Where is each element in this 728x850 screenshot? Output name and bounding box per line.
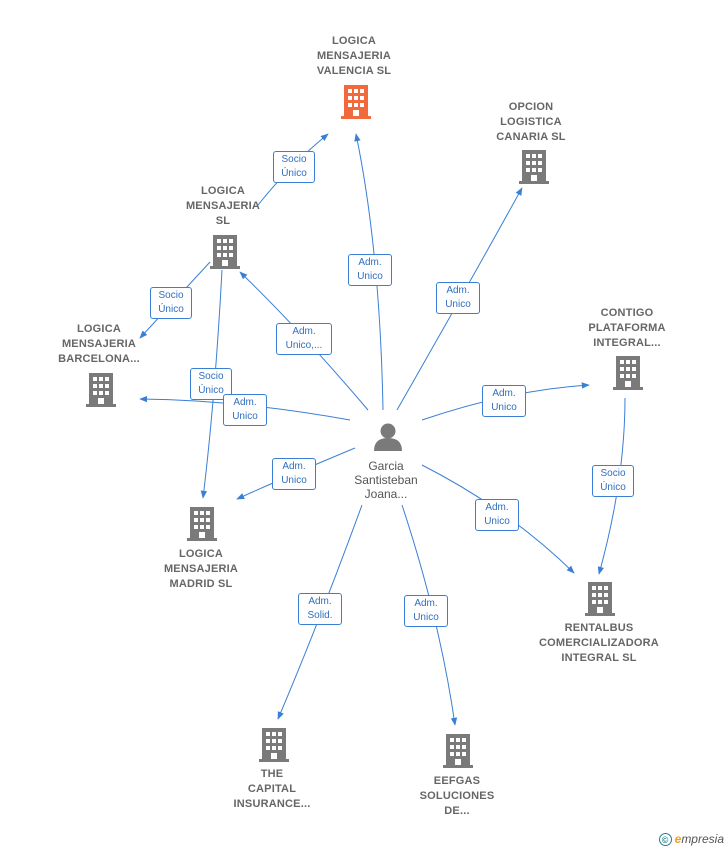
- node-label-line: MENSAJERIA: [61, 338, 137, 350]
- node-label-line: CANARIA SL: [496, 131, 566, 143]
- edge-label-line: Unico,...: [285, 340, 323, 351]
- node-label-contigo[interactable]: CONTIGO PLATAFORMA INTEGRAL...: [557, 306, 697, 351]
- node-label-line: THE: [260, 768, 284, 780]
- node-label-madrid[interactable]: LOGICA MENSAJERIA MADRID SL: [131, 547, 271, 592]
- edge-label-line: Adm.: [446, 285, 470, 296]
- edge-label-person-madrid: Adm. Unico: [272, 458, 316, 490]
- node-label-line: LOGICA: [201, 185, 245, 197]
- edge-label-line: Solid.: [307, 610, 333, 621]
- node-label-line: SOLUCIONES: [419, 790, 495, 802]
- edge-label-line: Único: [281, 168, 307, 179]
- edge-label-sl-valencia: Socio Único: [273, 151, 315, 183]
- edge-label-line: Único: [600, 482, 626, 493]
- node-label-eefgas[interactable]: EEFGAS SOLUCIONES DE...: [387, 774, 527, 819]
- edge-label-line: Adm.: [358, 257, 382, 268]
- edge-label-person-sl: Adm. Unico,...: [276, 323, 332, 355]
- node-label-line: CONTIGO: [600, 307, 654, 319]
- brand-logo[interactable]: empresia: [675, 832, 724, 846]
- copyright-icon: ©: [658, 832, 672, 846]
- node-label-rentalbus[interactable]: RENTALBUS COMERCIALIZADORA INTEGRAL SL: [529, 621, 669, 666]
- edge-label-person-valencia: Adm. Unico: [348, 254, 392, 286]
- edge-label-person-capital: Adm. Solid.: [298, 593, 342, 625]
- edge-label-line: Unico: [357, 271, 383, 282]
- footer-brand: © empresia: [658, 832, 724, 846]
- edge-label-sl-barcelona: Socio Único: [150, 287, 192, 319]
- node-label-sl[interactable]: LOGICA MENSAJERIA SL: [153, 184, 293, 229]
- node-label-line: CAPITAL: [247, 783, 297, 795]
- edge-label-line: Unico: [281, 475, 307, 486]
- node-label-line: BARCELONA...: [58, 353, 140, 365]
- building-icon-barcelona[interactable]: [86, 373, 116, 407]
- node-label-line: LOGICA: [77, 323, 121, 335]
- edge-label-line: Socio: [600, 468, 626, 479]
- person-label-line: Joana...: [364, 487, 408, 501]
- building-icon-rentalbus[interactable]: [585, 582, 615, 616]
- node-label-capital[interactable]: THE CAPITAL INSURANCE...: [202, 767, 342, 812]
- edge-label-person-rentalbus: Adm. Unico: [475, 499, 519, 531]
- node-label-line: MENSAJERIA: [316, 50, 392, 62]
- edge-label-line: Socio: [158, 290, 184, 301]
- building-icon-madrid[interactable]: [187, 507, 217, 541]
- person-label[interactable]: Garcia Santisteban Joana...: [326, 459, 446, 501]
- building-icon-contigo[interactable]: [613, 356, 643, 390]
- person-label-line: Santisteban: [354, 473, 418, 487]
- node-label-line: PLATAFORMA: [588, 322, 666, 334]
- edge-label-line: Adm.: [485, 502, 509, 513]
- edge-label-line: Unico: [484, 516, 510, 527]
- edge-label-person-barcelona: Adm. Unico: [223, 394, 267, 426]
- node-label-line: MENSAJERIA: [163, 563, 239, 575]
- building-icon-eefgas[interactable]: [443, 734, 473, 768]
- node-label-line: EEFGAS: [433, 775, 481, 787]
- edge-label-line: Único: [198, 385, 224, 396]
- building-icon-valencia[interactable]: [341, 85, 371, 119]
- edge-label-person-eefgas: Adm. Unico: [404, 595, 448, 627]
- node-label-line: VALENCIA SL: [316, 65, 392, 77]
- edge-label-line: Adm.: [414, 598, 438, 609]
- node-label-line: RENTALBUS: [564, 622, 634, 634]
- brand-initial: e: [674, 832, 682, 846]
- edge-label-line: Adm.: [492, 388, 516, 399]
- edge-label-line: Adm.: [308, 596, 332, 607]
- node-label-line: DE...: [444, 805, 470, 817]
- edge-label-sl-madrid: Socio Único: [190, 368, 232, 400]
- node-label-opcion[interactable]: OPCION LOGISTICA CANARIA SL: [461, 100, 601, 145]
- edge-label-line: Unico: [232, 411, 258, 422]
- node-label-line: COMERCIALIZADORA: [539, 637, 659, 649]
- edge-label-person-opcion: Adm. Unico: [436, 282, 480, 314]
- node-label-line: INSURANCE...: [233, 798, 311, 810]
- node-label-line: INTEGRAL...: [593, 337, 661, 349]
- node-label-line: MENSAJERIA: [185, 200, 261, 212]
- node-label-line: SL: [215, 215, 231, 227]
- edge-label-line: Socio: [198, 371, 224, 382]
- node-label-line: OPCION: [508, 101, 554, 113]
- building-icon-capital[interactable]: [259, 728, 289, 762]
- node-label-line: LOGISTICA: [500, 116, 562, 128]
- node-label-barcelona[interactable]: LOGICA MENSAJERIA BARCELONA...: [29, 322, 169, 367]
- edge-label-line: Socio: [281, 154, 307, 165]
- node-label-line: LOGICA: [179, 548, 223, 560]
- edge-label-line: Unico: [445, 299, 471, 310]
- building-icon-sl[interactable]: [210, 235, 240, 269]
- edge-label-line: Adm.: [282, 461, 306, 472]
- node-label-line: MADRID SL: [169, 578, 233, 590]
- edge-label-person-contigo: Adm. Unico: [482, 385, 526, 417]
- edge-label-line: Único: [158, 304, 184, 315]
- person-icon[interactable]: [374, 423, 402, 452]
- building-icon-opcion[interactable]: [519, 150, 549, 184]
- node-label-line: INTEGRAL SL: [561, 652, 637, 664]
- node-label-valencia[interactable]: LOGICA MENSAJERIA VALENCIA SL: [284, 34, 424, 79]
- brand-rest: mpresia: [681, 832, 724, 846]
- edge-label-line: Adm.: [292, 326, 316, 337]
- node-label-line: LOGICA: [332, 35, 376, 47]
- person-label-line: Garcia: [368, 459, 404, 473]
- edge-label-line: Unico: [413, 612, 439, 623]
- edge-label-line: Unico: [491, 402, 517, 413]
- edge-label-line: Adm.: [233, 397, 257, 408]
- edge-label-contigo-rentalbus: Socio Único: [592, 465, 634, 497]
